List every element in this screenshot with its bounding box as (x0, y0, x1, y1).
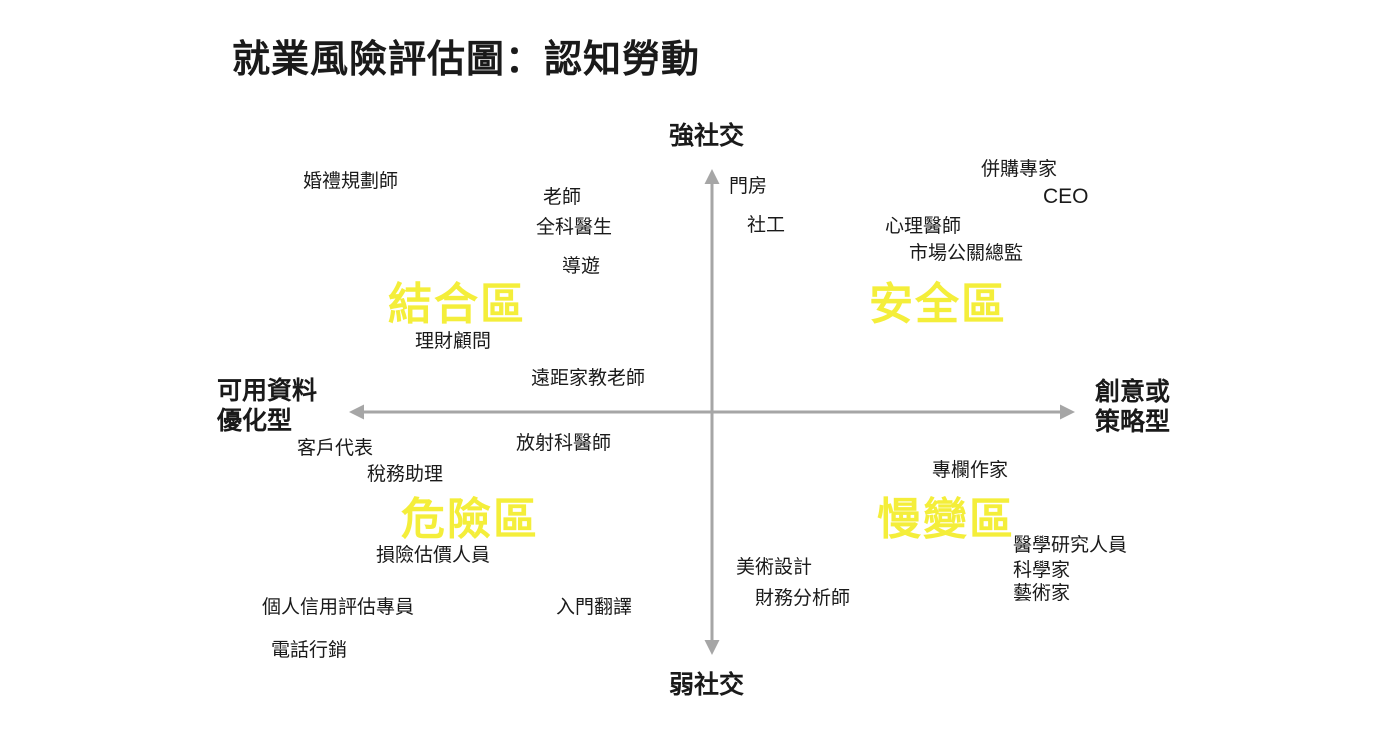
job-label: 藝術家 (1013, 582, 1071, 604)
job-label: 併購專家 (981, 158, 1058, 180)
job-label: 客戶代表 (297, 437, 374, 459)
axis-label-creative-line1: 創意或 (1095, 377, 1171, 406)
job-label: 美術設計 (736, 556, 813, 578)
job-label: 導遊 (562, 255, 601, 277)
job-label: 門房 (729, 175, 768, 197)
job-label: 個人信用評估專員 (262, 596, 415, 618)
page-title: 就業風險評估圖：認知勞動 (232, 37, 701, 81)
job-label: 損險估價人員 (376, 544, 491, 566)
job-label: 遠距家教老師 (531, 367, 646, 389)
job-label: CEO (1043, 185, 1089, 208)
job-label: 放射科醫師 (516, 432, 612, 454)
job-label: 老師 (543, 186, 582, 208)
job-label: 婚禮規劃師 (303, 170, 399, 192)
job-label: 稅務助理 (367, 463, 444, 485)
axis-label-data-optimizable-line2: 優化型 (217, 406, 293, 435)
job-label: 財務分析師 (755, 587, 851, 609)
job-label: 理財顧問 (415, 330, 492, 352)
job-label: 醫學研究人員 (1013, 534, 1128, 556)
job-label: 電話行銷 (271, 639, 348, 661)
axis-label-weak-social: 弱社交 (669, 670, 745, 699)
job-label: 社工 (747, 214, 786, 236)
job-label: 科學家 (1013, 559, 1071, 581)
job-label: 全科醫生 (536, 216, 613, 238)
axis-label-strong-social: 強社交 (669, 121, 745, 150)
axis-label-creative-line2: 策略型 (1095, 407, 1171, 436)
job-label: 心理醫師 (885, 215, 962, 237)
job-label: 專欄作家 (932, 459, 1009, 481)
zone-label-combined: 結合區 (388, 279, 526, 330)
zone-label-danger: 危險區 (401, 494, 539, 545)
axis-label-data-optimizable-line1: 可用資料 (217, 376, 318, 405)
zone-label-slow-change: 慢變區 (877, 494, 1015, 545)
job-label: 市場公關總監 (909, 242, 1024, 264)
zone-label-safe: 安全區 (869, 279, 1007, 330)
job-label: 入門翻譯 (556, 596, 633, 618)
